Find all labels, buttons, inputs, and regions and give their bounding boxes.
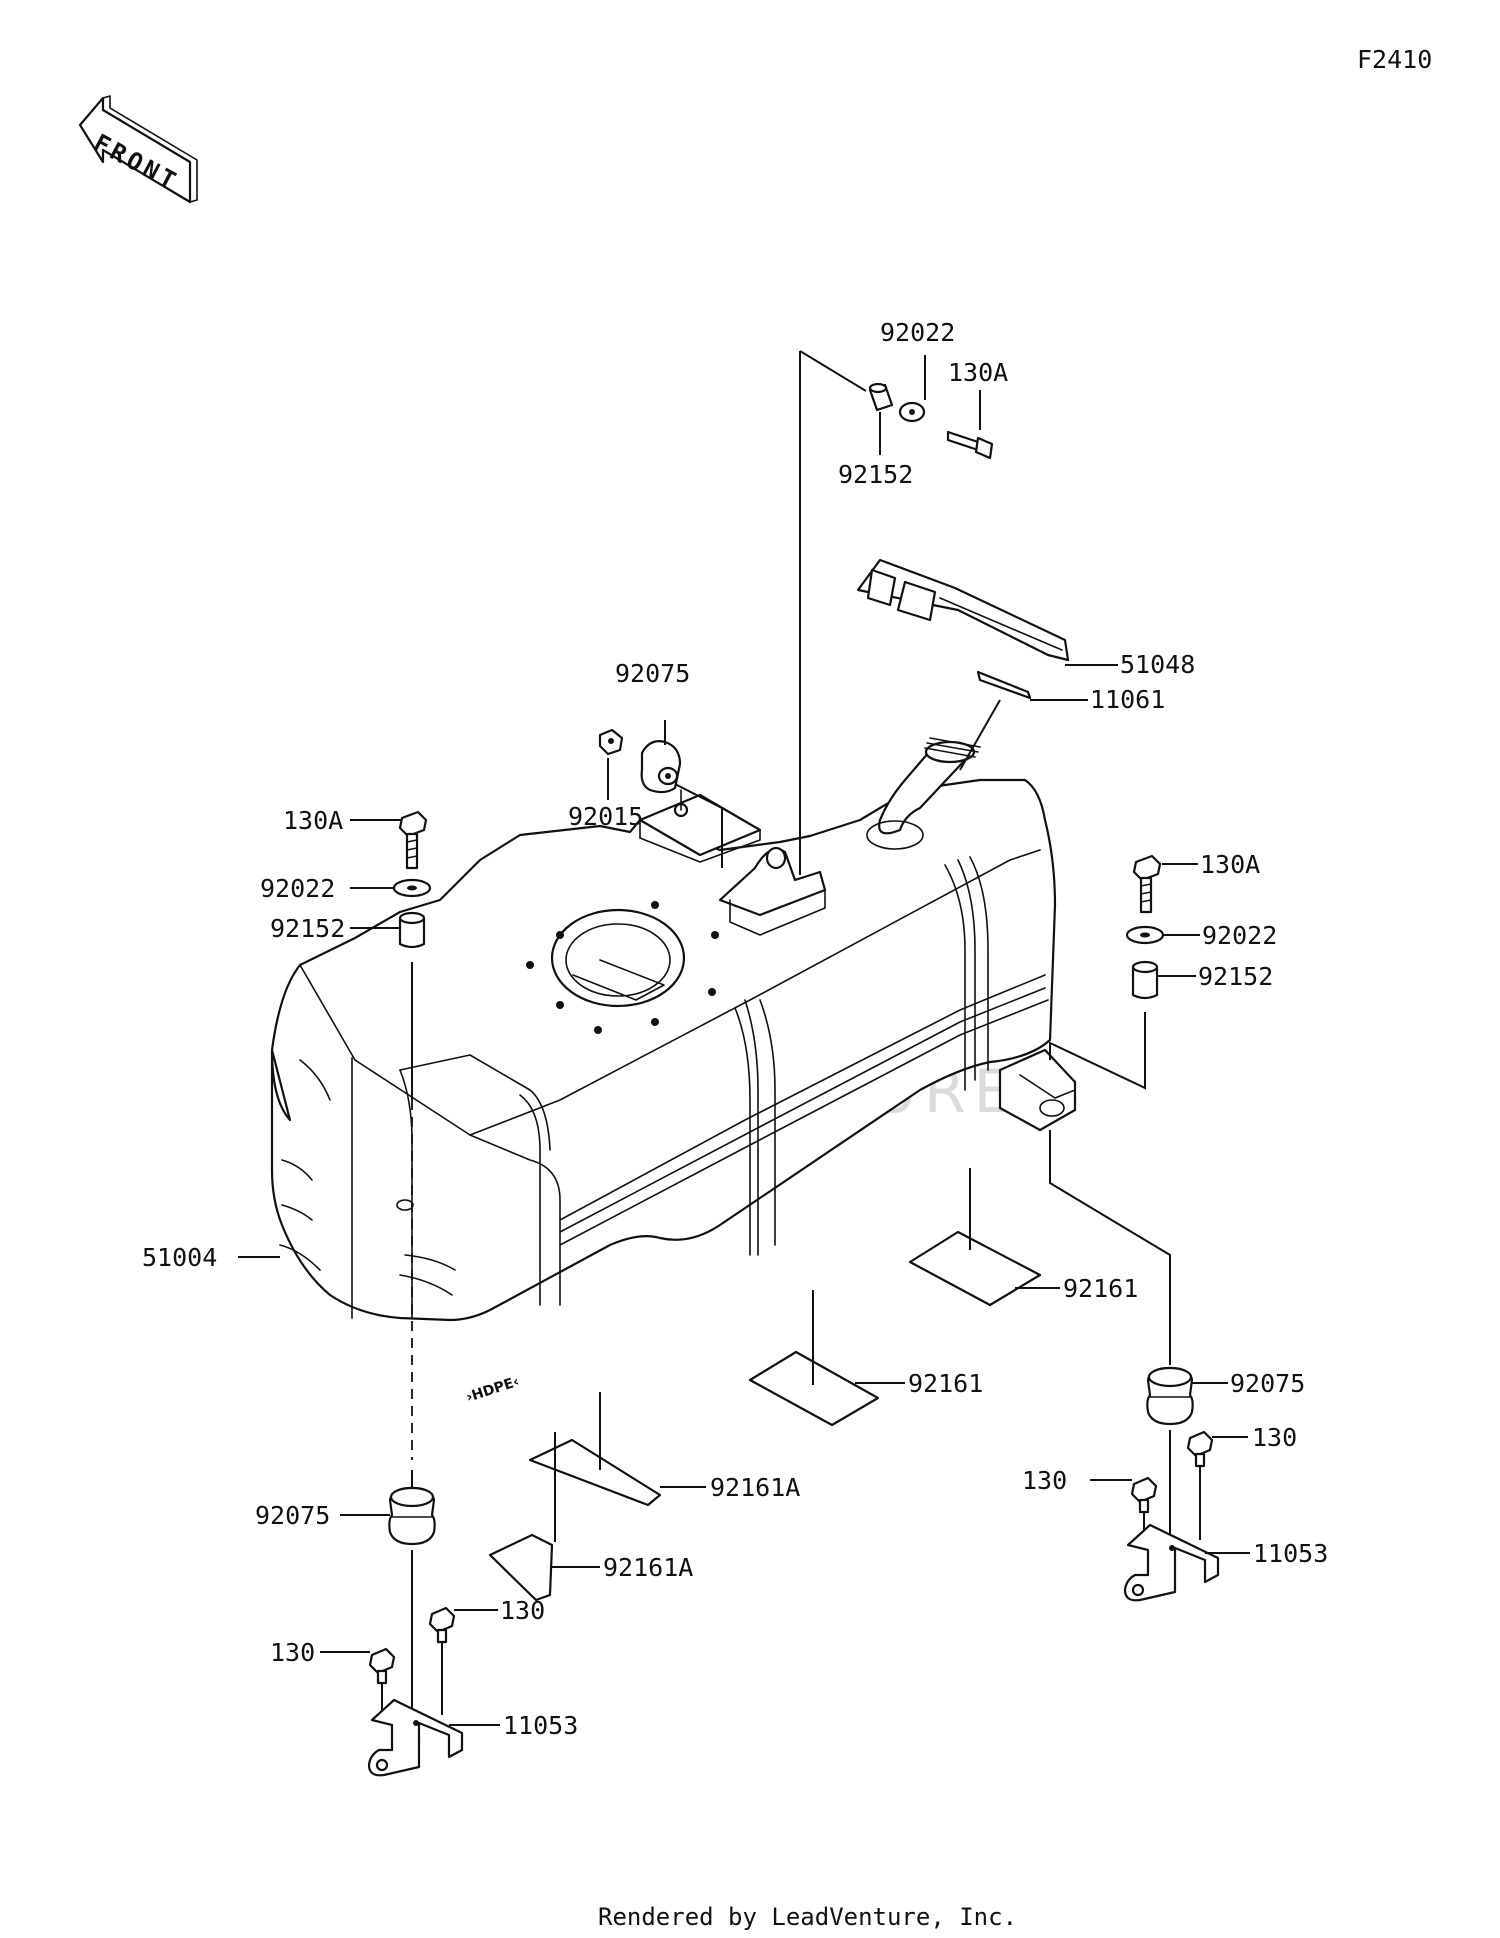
heat-guard-51048: [856, 558, 1070, 662]
washer-92022-left: [392, 878, 432, 898]
label-leaders: [238, 355, 1250, 1726]
label-92075-left: 92075: [255, 1501, 330, 1530]
bolt-130a-top: [946, 430, 994, 460]
pad-92161-mid: [748, 1290, 880, 1427]
label-92161-right: 92161: [1063, 1274, 1138, 1303]
label-51004: 51004: [142, 1243, 217, 1272]
nut-92015: [598, 728, 624, 756]
bracket-11053-right: [1123, 1523, 1220, 1602]
label-92152-right: 92152: [1198, 962, 1273, 991]
label-130a-right: 130A: [1200, 850, 1260, 879]
label-11053-left: 11053: [503, 1711, 578, 1740]
bolt-130a-right: [1132, 854, 1162, 914]
label-130-left-upper: 130: [500, 1596, 545, 1625]
label-92075-right: 92075: [1230, 1369, 1305, 1398]
footer-credit: Rendered by LeadVenture, Inc.: [598, 1903, 1017, 1931]
front-direction-arrow: FRONT: [78, 95, 198, 204]
label-92152-top: 92152: [838, 460, 913, 489]
label-92152-left: 92152: [270, 914, 345, 943]
label-92022-right: 92022: [1202, 921, 1277, 950]
label-51048: 51048: [1120, 650, 1195, 679]
washer-92022-right: [1125, 925, 1165, 945]
label-130-right-upper: 130: [1252, 1423, 1297, 1452]
pad-92161a-upper: [528, 1392, 662, 1507]
pad-92161-right: [908, 1168, 1042, 1307]
gasket-11061: [976, 670, 1032, 700]
bracket-11053-left: [367, 1698, 464, 1777]
label-92022-left: 92022: [260, 874, 335, 903]
collar-92152-right: [1131, 960, 1159, 1000]
label-11053-right: 11053: [1253, 1539, 1328, 1568]
right-lower-leader: [1049, 1130, 1171, 1365]
collar-92152-left: [398, 911, 426, 949]
label-130a-left: 130A: [283, 806, 343, 835]
label-92161a-lower: 92161A: [603, 1553, 693, 1582]
bolt-130-left-lower: [368, 1647, 396, 1685]
figure-code: F2410: [1357, 45, 1432, 74]
label-130-left-lower: 130: [270, 1638, 315, 1667]
bolt-130a-left: [398, 810, 428, 870]
grommet-92075-right: [1146, 1366, 1194, 1426]
label-92161a-upper: 92161A: [710, 1473, 800, 1502]
bolt-130-right-lower: [1130, 1476, 1158, 1514]
right-stack-leader: [1049, 1012, 1146, 1090]
label-130a-top: 130A: [948, 358, 1008, 387]
top-mount-leader: [799, 350, 867, 875]
hdpe-marking: ›HDPE‹: [464, 1374, 521, 1406]
label-11061: 11061: [1090, 685, 1165, 714]
label-92022-top: 92022: [880, 318, 955, 347]
fuel-tank-51004: ›HDPE‹: [270, 737, 1077, 1406]
collar-92152-top: [868, 382, 894, 412]
bolt-130-left-upper: [428, 1606, 456, 1644]
bolt-130-right-upper: [1186, 1430, 1214, 1468]
label-92015: 92015: [568, 802, 643, 831]
grommet-top-leader: [674, 783, 723, 868]
washer-92022-top: [898, 401, 926, 423]
grommet-92075-top: [640, 740, 682, 794]
label-92075-top: 92075: [615, 659, 690, 688]
label-130-right-lower: 130: [1022, 1466, 1067, 1495]
pad-92161a-lower: [488, 1432, 556, 1602]
label-92161-mid: 92161: [908, 1369, 983, 1398]
grommet-92075-left: [388, 1486, 436, 1546]
